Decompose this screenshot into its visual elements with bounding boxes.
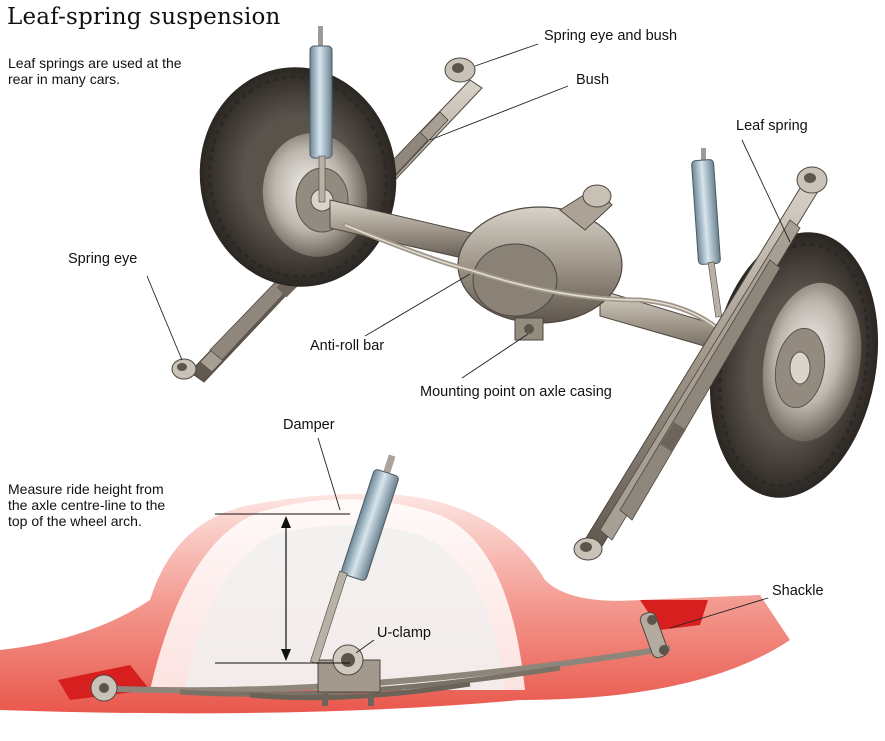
label-damper: Damper [283, 417, 335, 433]
ride-height-note: Measure ride height from the axle centre… [8, 481, 166, 529]
mounting-point [514, 317, 544, 341]
leader-lines [146, 43, 791, 654]
left-wheel [199, 67, 397, 287]
label-spring-eye-and-bush: Spring eye and bush [544, 28, 678, 44]
right-spring-eye-and-bush [796, 166, 828, 194]
shackle [639, 611, 669, 659]
intro-text: Leaf springs are used at the rear in man… [8, 55, 182, 87]
left-spring-eye [171, 358, 197, 380]
label-anti-roll-bar: Anti-roll bar [310, 338, 385, 354]
left-spring-eye-and-bush [444, 57, 476, 83]
left-damper [309, 26, 333, 203]
side-damper [309, 454, 399, 665]
right-spring-eye [573, 537, 603, 561]
label-mounting-point: Mounting point on axle casing [420, 384, 612, 400]
label-u-clamp: U-clamp [377, 625, 431, 641]
right-leaf-spring [579, 179, 821, 557]
page-title: Leaf-spring suspension [7, 4, 281, 30]
label-bush: Bush [576, 72, 610, 88]
right-damper [691, 148, 723, 318]
label-spring-eye: Spring eye [68, 251, 138, 267]
label-leaf-spring: Leaf spring [736, 118, 808, 134]
ride-height-measure [215, 513, 350, 664]
label-shackle: Shackle [772, 583, 824, 599]
